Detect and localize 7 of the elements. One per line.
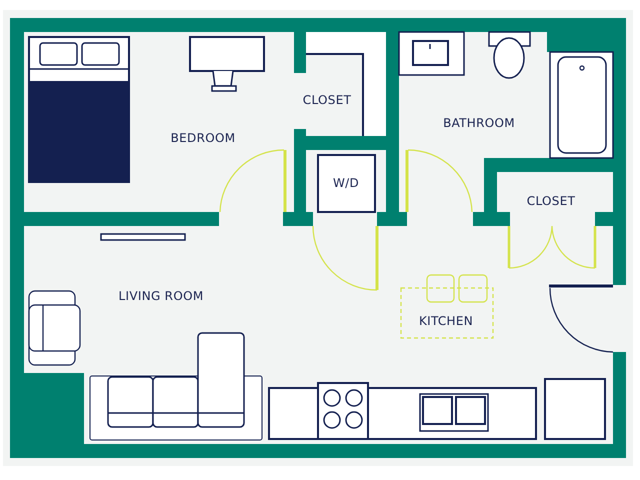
room-label: KITCHEN <box>418 314 474 328</box>
room-label: CLOSET <box>526 194 576 208</box>
room-label: BEDROOM <box>170 131 236 145</box>
room-label: CLOSET <box>302 93 352 107</box>
room-label: LIVING ROOM <box>118 289 204 303</box>
room-label: BATHROOM <box>443 116 515 130</box>
room-label: W/D <box>332 176 360 190</box>
